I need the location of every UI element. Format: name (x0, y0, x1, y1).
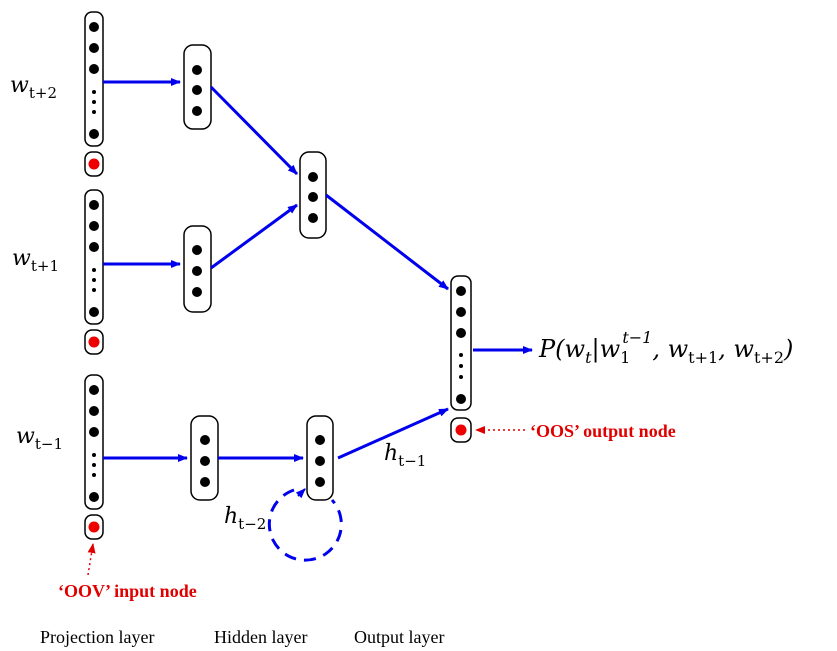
hidden-box-2 (183, 225, 212, 313)
connections (103, 78, 533, 562)
node (89, 22, 99, 32)
oov-annotation: ‘OOV’ input node (58, 581, 197, 601)
input-label-w-t-minus-1: wt−1 (16, 424, 63, 453)
output-box (450, 275, 472, 411)
output-layer-block (450, 275, 472, 443)
ellipsis-dot (92, 288, 96, 292)
ellipsis-dot (92, 100, 96, 104)
projection-block-w-t-minus-1: wt−1 (16, 374, 104, 540)
label-h-t-minus-2: ht−2 (224, 504, 266, 533)
label-h-t-minus-1: ht−1 (384, 441, 426, 470)
hidden-box-3 (190, 415, 219, 501)
hidden-box-recurrent (306, 415, 334, 501)
oos-annotation: ‘OOS’ output node (530, 421, 676, 441)
input-label-w-t-plus-1: wt+1 (12, 246, 59, 275)
node (89, 427, 99, 437)
node (89, 406, 99, 416)
input-label-w-t-plus-2: wt+2 (10, 73, 57, 102)
arrow-recurrent-to-output (337, 407, 449, 460)
projection-block-w-t-plus-2: wt+2 (10, 11, 104, 177)
oov-pointer (87, 543, 96, 576)
arrow-merge-to-output (325, 193, 449, 291)
node (89, 492, 99, 502)
arrow-hidden2-to-merge (210, 203, 298, 270)
node (89, 200, 99, 210)
arrow-hidden1-to-merge (209, 85, 299, 176)
recurrent-loop (267, 488, 343, 562)
ellipsis-dot (92, 463, 96, 467)
ellipsis-dot (92, 268, 96, 272)
oov-node (88, 158, 100, 170)
ellipsis-dot (92, 278, 96, 282)
layer-label-projection: Projection layer (40, 627, 154, 647)
hidden-box-merge (299, 151, 327, 239)
node (89, 385, 99, 395)
projection-box (84, 374, 104, 510)
oos-node (455, 424, 467, 436)
output-probability-expression: P(wt|w1t−1, wt+1, wt+2) (538, 328, 793, 367)
hidden-box-1 (183, 44, 212, 130)
ellipsis-dot (92, 473, 96, 477)
ellipsis-dot (92, 90, 96, 94)
node (89, 221, 99, 231)
node (89, 129, 99, 139)
ellipsis-dot (92, 453, 96, 457)
projection-block-w-t-plus-1: wt+1 (12, 189, 104, 355)
oov-node (88, 521, 100, 533)
node (89, 307, 99, 317)
node (89, 43, 99, 53)
projection-box (84, 11, 104, 147)
ellipsis-dot (92, 110, 96, 114)
layer-label-output: Output layer (354, 627, 444, 647)
projection-box (84, 189, 104, 325)
node (89, 64, 99, 74)
layer-label-hidden: Hidden layer (214, 627, 307, 647)
recurrent-loop-head (295, 488, 306, 499)
oov-node (88, 336, 100, 348)
node (89, 242, 99, 252)
